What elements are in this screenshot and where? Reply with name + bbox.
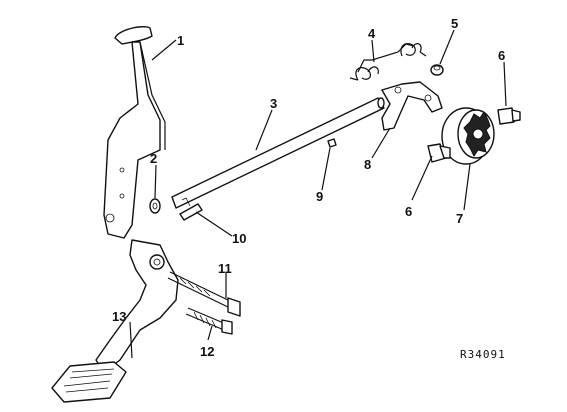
bracket [381,81,443,131]
screw-upper [497,107,521,125]
callout-10: 10 [232,231,247,246]
hand-lever [103,26,166,239]
spring-pin [179,203,203,221]
bolt-11 [167,271,241,317]
callout-3: 3 [270,96,278,111]
callout-9: 9 [316,189,324,204]
callout-7: 7 [456,211,464,226]
callout-6-upper: 6 [498,48,506,63]
callout-13: 13 [112,309,127,324]
callout-5: 5 [451,16,459,31]
key [327,138,337,148]
leader-lines [129,29,507,359]
callout-4: 4 [368,26,376,41]
callout-11: 11 [218,261,232,276]
callout-6-lower: 6 [405,204,413,219]
washer [149,198,161,214]
callout-12: 12 [200,344,215,359]
bolt-12 [185,307,233,335]
bushing [430,64,444,76]
shaft [171,97,385,209]
callout-2: 2 [150,151,158,166]
callout-1: 1 [177,33,185,48]
detent-wheel [441,107,495,165]
spring [349,43,427,81]
callout-8: 8 [364,157,372,172]
foot-pedal [51,239,179,403]
reference-code: R34091 [460,348,506,361]
screw-lower [427,143,451,163]
